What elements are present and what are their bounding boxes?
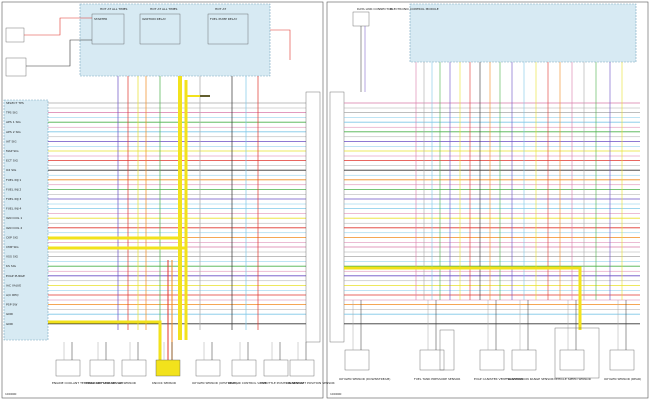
- right-top-label-1: DATA LINK CONNECTOR: [357, 7, 393, 11]
- left-component-mid: [5, 57, 27, 77]
- left-bottom-label: MASS AIR FLOW SENSOR: [86, 381, 123, 385]
- left-bottom-label: IAT SENSOR: [118, 381, 136, 385]
- relay-2: [139, 13, 181, 45]
- left-bottom-component: [289, 359, 315, 377]
- left-pin-label: APS 2 SIG: [6, 130, 21, 134]
- right-bottom-component: [609, 349, 635, 371]
- right-page-border: [326, 1, 649, 399]
- right-bottom-component: [559, 349, 585, 371]
- left-bottom-component: [231, 359, 257, 377]
- left-pin-label: CKP SIG: [6, 235, 19, 239]
- top-label-3: HOT AT: [215, 7, 226, 11]
- left-pin-label: MAP SIG: [6, 149, 19, 153]
- left-right-connector: [305, 91, 321, 343]
- relay-1: [91, 13, 125, 45]
- left-bottom-component: [195, 359, 221, 377]
- left-bottom-component: [121, 359, 147, 377]
- left-bottom-label: CRANKSHAFT POSITION SENSOR: [286, 381, 335, 385]
- right-page-number: 100000: [330, 392, 342, 396]
- left-pin-label: IGN COIL 1: [6, 216, 22, 220]
- right-bottom-label: EVAP CANISTER VENT SOLENOID: [474, 377, 524, 381]
- right-bottom-label: VEHICLE SPEED SENSOR: [554, 377, 591, 381]
- right-bottom-label: TRANSMISSION RANGE SENSOR: [505, 377, 554, 381]
- left-bottom-component: [89, 359, 115, 377]
- top-label-2: HOT AT ALL TIMES: [150, 7, 178, 11]
- left-relay-box: [79, 3, 271, 77]
- left-pin-label: SELECT TPS: [6, 101, 24, 105]
- dlc-connector: [352, 11, 370, 27]
- top-label-1: HOT AT ALL TIMES: [100, 7, 128, 11]
- left-bottom-label: THROTTLE POSITION SENSOR: [259, 381, 304, 385]
- left-pin-label: EVAP PURGE: [6, 274, 25, 278]
- feed-wire-1: [24, 17, 92, 36]
- left-bottom-label: KNOCK SENSOR: [152, 381, 176, 385]
- left-page-number: 100000: [5, 392, 17, 396]
- right-large-component: [554, 327, 600, 379]
- right-bottom-component: [511, 349, 537, 371]
- left-pin-label: IGN COIL 2: [6, 226, 22, 230]
- left-pin-label: APS 1 SIG: [6, 120, 21, 124]
- relay-3: [207, 13, 249, 45]
- left-pin-label: GND: [6, 312, 14, 316]
- left-pin-label: PSP SW: [6, 303, 17, 307]
- left-bottom-component: [55, 359, 81, 377]
- left-bottom-component: [155, 359, 181, 377]
- left-pin-label: A/C REQ: [6, 293, 19, 297]
- highlight-bottom: [48, 320, 162, 362]
- left-page-border: [1, 1, 324, 399]
- left-bottom-label: ENGINE COOLANT TEMPERATURE SENSOR: [52, 381, 115, 385]
- left-component-top: [5, 27, 25, 43]
- feed-wire-2: [26, 39, 92, 67]
- left-pin-label: FUEL INJ 2: [6, 187, 21, 191]
- left-pin-label: GND: [6, 322, 14, 326]
- left-pin-label: CMP SIG: [6, 245, 19, 249]
- left-bottom-label: IDLE AIR CONTROL VALVE: [228, 381, 267, 385]
- left-pin-label: KS SIG: [6, 264, 17, 268]
- top-label-5: IGNITION RELAY: [142, 17, 166, 21]
- right-left-connector: [329, 91, 345, 343]
- right-highlight: [344, 266, 582, 330]
- left-pin-label: TPS SIG: [5, 111, 18, 115]
- left-pin-label: FUEL INJ 3: [6, 197, 21, 201]
- left-pin-label: IAC VALVE: [6, 283, 21, 287]
- left-pin-label: FUEL INJ 4: [6, 207, 21, 211]
- left-pin-label: VSS SIG: [6, 255, 19, 259]
- right-mid-component: [439, 329, 455, 371]
- right-top-label-2: ELECTRONIC CONTROL MODULE: [390, 7, 439, 11]
- right-bottom-component: [419, 349, 445, 371]
- left-ecm-block: [3, 99, 49, 341]
- left-pin-label: ECT SIG: [6, 159, 19, 163]
- top-label-6: FUEL PUMP RELAY: [210, 17, 237, 21]
- right-bottom-component: [344, 349, 370, 371]
- right-bottom-component: [479, 349, 505, 371]
- right-bottom-label: OXYGEN SENSOR (REAR): [604, 377, 641, 381]
- right-bottom-label: OXYGEN SENSOR (DOWNSTREAM): [339, 377, 390, 381]
- left-pin-label: IAT SIG: [6, 139, 17, 143]
- left-pin-label: FUEL INJ 1: [6, 178, 21, 182]
- left-bottom-component: [263, 359, 289, 377]
- right-ecm-block: [409, 3, 637, 63]
- left-bottom-label: OXYGEN SENSOR (UPSTREAM): [192, 381, 238, 385]
- right-bottom-label: FUEL TANK PRESSURE SENSOR: [414, 377, 460, 381]
- left-pin-label: O2 SIG: [6, 168, 17, 172]
- top-label-4: STARTER: [94, 17, 107, 21]
- feed-wire-3: [270, 29, 291, 60]
